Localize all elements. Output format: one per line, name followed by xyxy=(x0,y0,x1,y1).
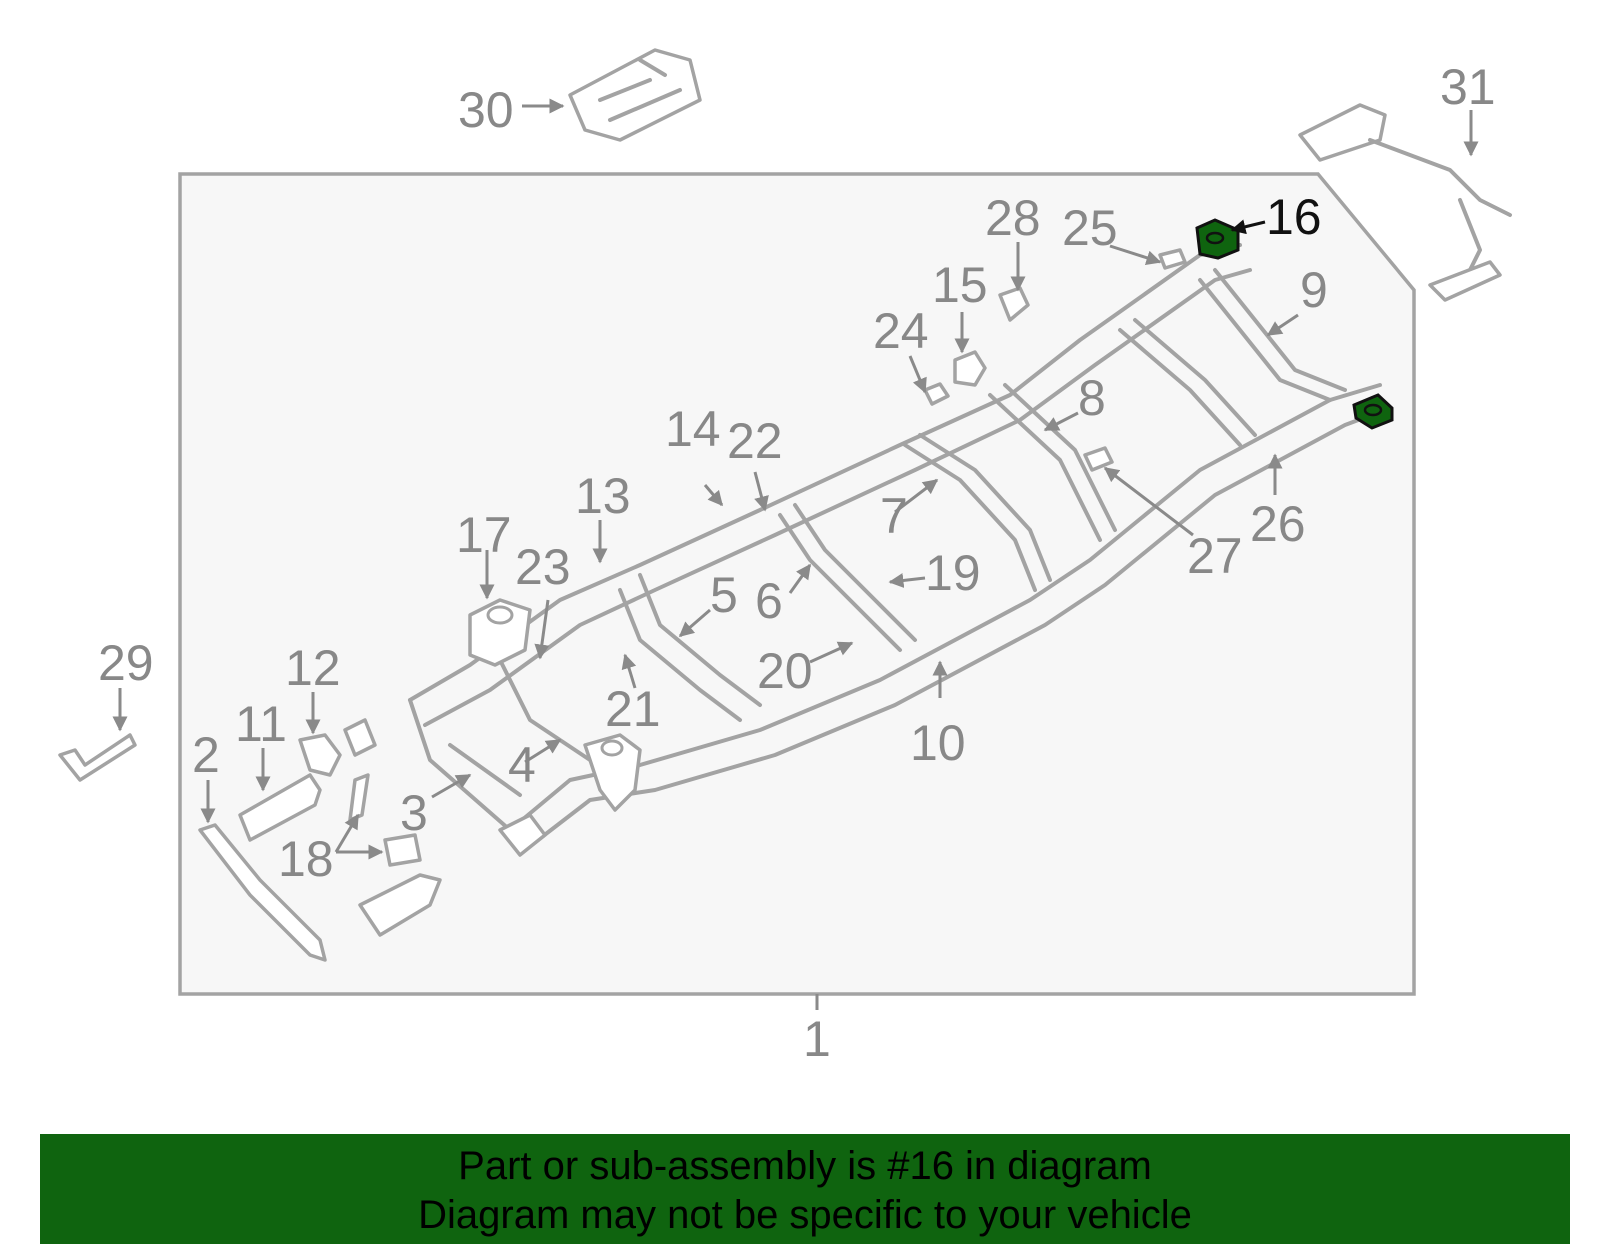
callout-labels: 30 31 16 25 28 15 24 9 8 27 26 7 19 14 2… xyxy=(98,59,1496,1067)
callout-11: 11 xyxy=(235,696,287,752)
callout-23: 23 xyxy=(515,539,571,595)
callout-24: 24 xyxy=(873,303,929,359)
callout-15: 15 xyxy=(932,257,988,313)
callout-29: 29 xyxy=(98,635,154,691)
callout-30: 30 xyxy=(458,82,514,138)
banner-line-part: Part or sub-assembly is #16 in diagram xyxy=(458,1144,1152,1188)
banner-line-disclaimer: Diagram may not be specific to your vehi… xyxy=(418,1193,1192,1237)
callout-17: 17 xyxy=(456,507,512,563)
callout-25: 25 xyxy=(1062,200,1118,256)
callout-6: 6 xyxy=(755,573,783,629)
callout-5: 5 xyxy=(710,567,738,623)
callout-3: 3 xyxy=(400,785,428,841)
callout-20: 20 xyxy=(757,643,813,699)
callout-22: 22 xyxy=(727,413,783,469)
callout-14: 14 xyxy=(665,401,721,457)
callout-31: 31 xyxy=(1440,59,1496,115)
callout-2: 2 xyxy=(192,727,220,783)
part-18-brackets xyxy=(348,773,442,937)
part-11-bracket xyxy=(238,773,322,842)
part-30-shield xyxy=(568,48,702,142)
part-31-rear-member xyxy=(1298,103,1512,302)
callout-10: 10 xyxy=(910,715,966,771)
callout-26: 26 xyxy=(1250,496,1306,552)
callout-7: 7 xyxy=(880,488,908,544)
callout-16: 16 xyxy=(1266,189,1322,245)
callout-19: 19 xyxy=(925,545,981,601)
callout-13: 13 xyxy=(575,468,631,524)
leader-lines xyxy=(112,98,1479,860)
callout-27: 27 xyxy=(1187,528,1243,584)
callout-8: 8 xyxy=(1078,370,1106,426)
callout-9: 9 xyxy=(1300,262,1328,318)
part-29-bracket xyxy=(58,733,137,782)
frame-assembly xyxy=(408,243,1387,857)
info-banner: Part or sub-assembly is #16 in diagram D… xyxy=(40,1134,1570,1244)
part-12-bracket xyxy=(298,718,377,777)
part-2-bar xyxy=(198,823,327,962)
callout-1: 1 xyxy=(803,1011,831,1067)
part-16-highlight xyxy=(1195,218,1394,430)
frame-parts-diagram: 30 31 16 25 28 15 24 9 8 27 26 7 19 14 2… xyxy=(58,48,1512,1067)
callout-21: 21 xyxy=(605,681,661,737)
callout-12: 12 xyxy=(285,640,341,696)
callout-28: 28 xyxy=(985,190,1041,246)
callout-18: 18 xyxy=(278,831,334,887)
callout-4: 4 xyxy=(508,737,536,793)
